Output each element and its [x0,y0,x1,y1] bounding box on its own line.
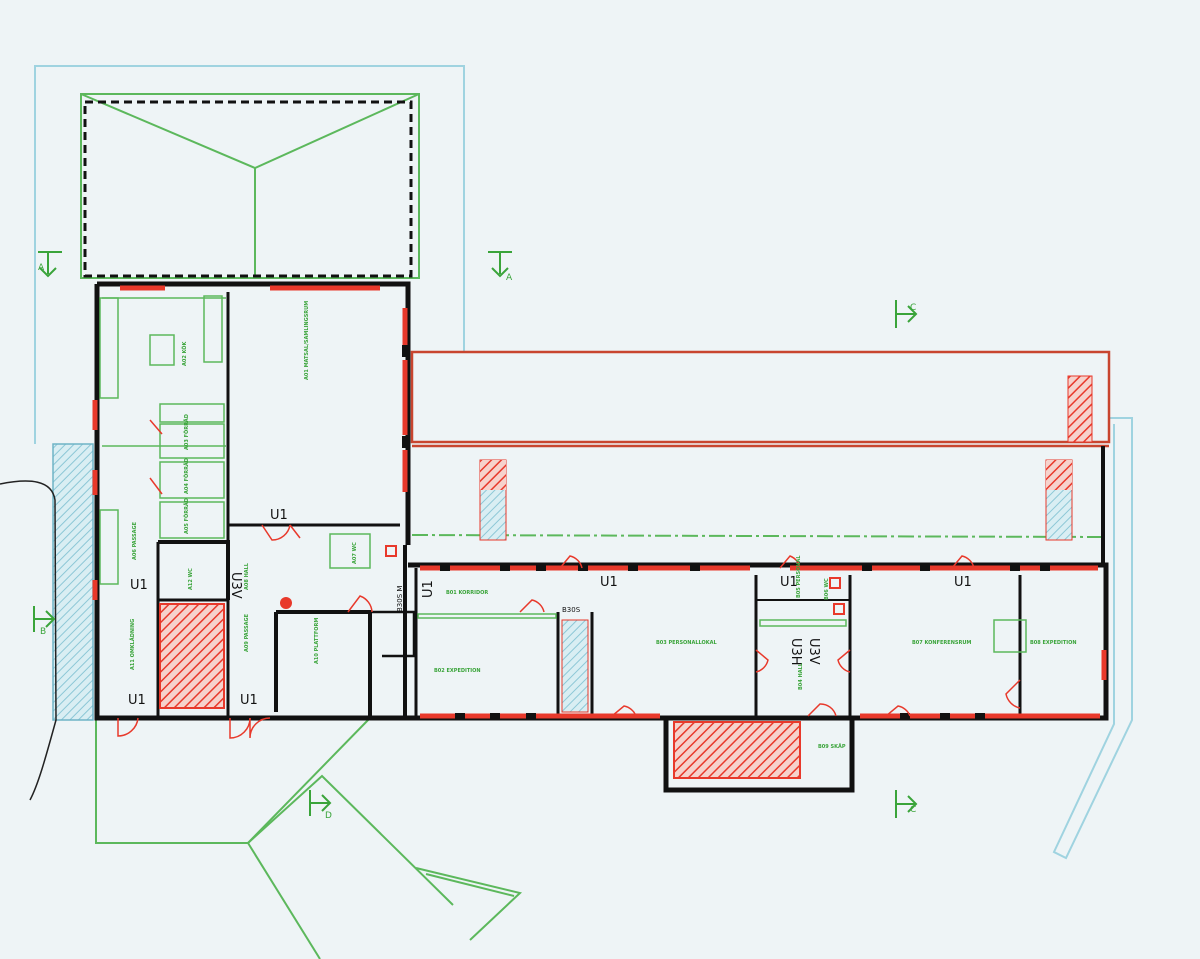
room-label: B04 HALL [798,662,804,690]
room-label: A03 FÖRRÅD [183,414,190,450]
room-label: A11 OMKLÄDNING [129,619,136,670]
door-label-u3v: U3V [228,572,243,599]
room-label: A12 WC [188,568,194,590]
stair-shaft-left [159,603,225,709]
room-label: A09 PASSAGE [244,613,250,652]
door-label-u1: U1 [270,508,288,523]
door-label-u1: U1 [421,580,436,598]
room-label: A07 WC [352,542,358,564]
section-mark-c-bottom: C [910,805,916,815]
room-label: A08 HALL [244,562,250,590]
door-swings [117,419,1021,739]
door-label-u1: U1 [600,575,618,590]
sink-3 [829,577,841,589]
door-label-u1: U1 [954,575,972,590]
room-label: B08 EXPEDITION [1030,640,1077,646]
stair-right-red [1046,460,1072,490]
room-label: A10 PLATTFORM [314,618,320,664]
door-label-b30s-m: B30S M [396,586,404,612]
boundary-line [0,480,57,801]
sink-2 [833,603,845,615]
section-mark-d: D [325,811,332,821]
door-label-u1: U1 [780,575,798,590]
demolished-barn [410,350,1111,448]
window-marks [402,345,1050,719]
room-label: A05 FÖRRÅD [183,498,190,534]
door-label-u1: U1 [130,578,148,593]
room-label: A06 PASSAGE [132,521,138,560]
stair-shaft-bottom [673,721,801,779]
room-label: B05 PERSONAL [796,555,802,598]
room-label: A01 MATSAL/SAMLINGSRUM [304,301,310,380]
door-label-u1: U1 [128,693,146,708]
entrance-ramp [52,443,94,721]
section-mark-b: B [40,627,46,637]
room-label: B02 EXPEDITION [434,668,481,674]
door-label-u1: U1 [240,693,258,708]
room-label: B09 SKÅP [818,743,846,750]
roof-dashed-outline [83,100,413,278]
room-label: B03 PERSONALLOKAL [656,640,718,646]
room-label: A02 KÖK [181,341,188,366]
door-label-u3h: U3H [788,638,803,666]
section-markers [33,251,918,818]
fixtures [99,295,1027,653]
stair-left-red [480,460,506,490]
section-mark-a-right: A [506,273,513,283]
door-label-b30s: B30S [562,606,581,614]
stair-inner [561,619,589,713]
site-outline [34,65,1133,860]
sink [385,545,397,557]
room-label: B01 KORRIDOR [446,590,488,596]
stair-right-top [1067,375,1093,443]
room-label: B07 KONFERENSRUM [912,640,971,646]
room-label: B06 WC [824,578,830,600]
door-label-u3v: U3V [806,638,821,665]
manhole [280,597,292,609]
room-label: A04 FÖRRÅD [183,458,190,494]
section-mark-a-left: A [38,263,45,273]
section-mark-c-top: C [910,303,916,313]
